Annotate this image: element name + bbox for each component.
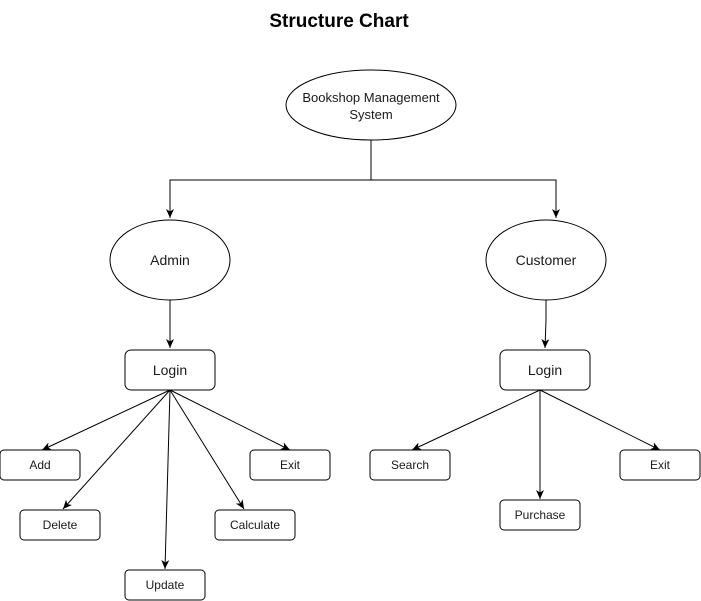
node-admin-delete: Delete [19,509,101,541]
connector-root-customer [371,179,560,218]
node-admin-delete-label: Delete [43,518,78,532]
connector-admin-login-calculate [169,389,245,510]
node-customer-exit: Exit [619,449,701,481]
node-customer: Customer [485,219,607,301]
node-admin-login: Login [124,349,216,391]
node-admin-login-label: Login [153,362,187,378]
connector-admin-login-update [161,389,171,570]
node-root-label-line1: Bookshop Management [302,90,440,105]
node-customer-login: Login [499,349,591,391]
chart-title: Structure Chart [269,11,409,32]
node-admin-add-label: Add [29,458,50,472]
connector-customer-login-search [411,389,541,451]
connector-root-admin [166,140,372,218]
node-admin-add: Add [0,449,81,481]
node-admin: Admin [109,219,231,301]
node-admin-calculate-label: Calculate [230,518,280,532]
node-admin-update: Update [124,569,206,601]
connector-customer-login [541,300,550,349]
node-admin-exit: Exit [249,449,331,481]
node-customer-purchase-label: Purchase [515,508,566,522]
node-root-label-line2: System [349,107,392,122]
node-root: Bookshop Management System [285,69,457,141]
node-customer-label: Customer [516,252,577,268]
node-customer-search: Search [369,449,451,481]
connector-admin-login-add [41,389,171,451]
connector-admin-login-exit [169,389,291,451]
node-customer-search-label: Search [391,458,429,472]
connector-admin-login-delete [62,389,171,510]
node-customer-purchase: Purchase [499,499,581,531]
connectors [41,140,661,570]
node-admin-label: Admin [150,252,190,268]
connector-customer-login-exit [539,389,661,451]
node-admin-update-label: Update [146,578,185,592]
node-customer-exit-label: Exit [650,458,671,472]
node-admin-exit-label: Exit [280,458,301,472]
node-admin-calculate: Calculate [214,509,296,541]
node-customer-login-label: Login [528,362,562,378]
